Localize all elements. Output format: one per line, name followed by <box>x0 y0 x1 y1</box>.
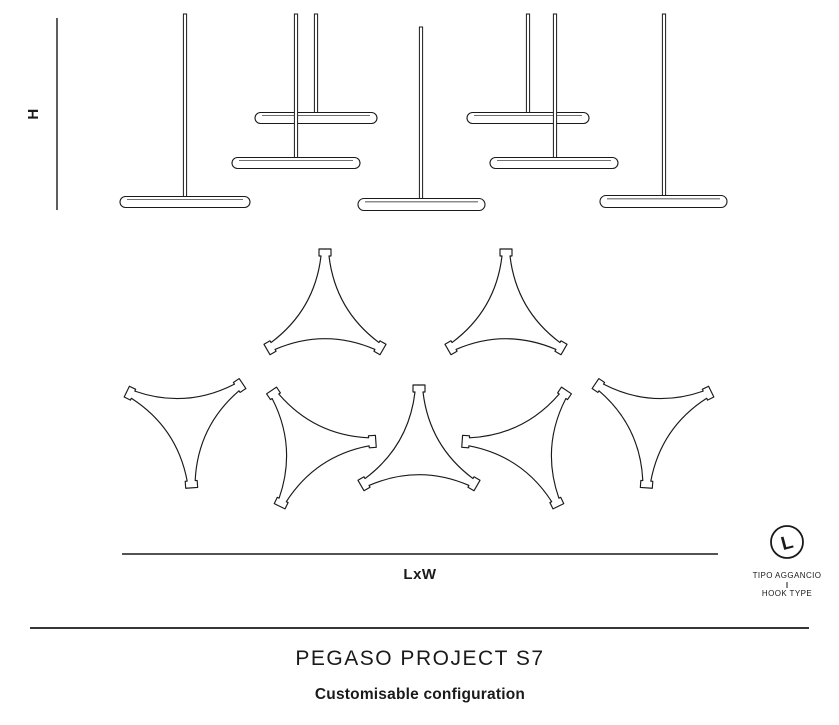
fixture-plan-shape-6 <box>456 355 618 513</box>
width-dimension: LxW <box>122 553 718 583</box>
stand-rod <box>661 13 667 203</box>
hook-type-badge: L TIPO AGGANCIO HOOK TYPE <box>753 525 822 598</box>
stand-rod <box>418 26 424 206</box>
hook-caption-english: HOOK TYPE <box>762 589 812 598</box>
stand-base <box>357 197 486 212</box>
width-dimension-label: LxW <box>403 566 437 583</box>
stand-rod <box>552 13 558 164</box>
height-dimension-label: H <box>25 108 42 119</box>
stand-rod <box>182 13 188 203</box>
fixture-plan-shape-4 <box>220 355 382 513</box>
footer: PEGASO PROJECT S7 Customisable configura… <box>30 627 809 703</box>
pendant-stand-2 <box>254 13 378 125</box>
hook-badge-circle <box>770 525 804 559</box>
fixture-plan-shape-1 <box>263 248 387 356</box>
stand-rod <box>525 13 531 119</box>
pendant-stand-7 <box>599 13 728 209</box>
product-title: PEGASO PROJECT S7 <box>295 647 544 670</box>
fixture-plan-shape-2 <box>444 248 568 356</box>
fixture-plan-shape-3 <box>122 377 254 493</box>
stand-base <box>119 195 251 209</box>
pendant-stand-3 <box>231 13 361 170</box>
fixture-plan-shape-7 <box>584 377 716 493</box>
stand-base <box>231 156 361 170</box>
pendant-stand-1 <box>119 13 251 209</box>
pendant-stand-4 <box>357 26 486 212</box>
fixture-plan-shape-5 <box>357 384 481 492</box>
height-dimension: H <box>25 18 58 210</box>
stand-base <box>466 111 590 125</box>
pendant-stand-6 <box>489 13 619 170</box>
stand-base <box>254 111 378 125</box>
plan-view: LxW <box>122 248 718 583</box>
hook-caption-italian: TIPO AGGANCIO <box>753 571 822 580</box>
product-subtitle: Customisable configuration <box>315 686 525 703</box>
stand-base <box>599 194 728 209</box>
stand-base <box>489 156 619 170</box>
stand-rod <box>293 13 299 164</box>
stand-rod <box>313 13 319 119</box>
pendant-stand-5 <box>466 13 590 125</box>
elevation-view: H <box>25 13 728 212</box>
